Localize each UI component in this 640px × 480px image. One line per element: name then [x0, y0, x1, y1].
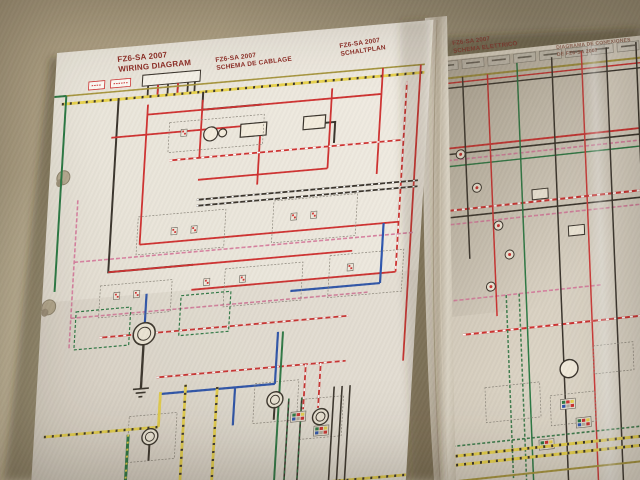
wire-bottom-left: [43, 331, 407, 480]
headlight-symbol: [132, 321, 156, 398]
ignition-components: [203, 114, 327, 142]
green-dashed-boxes: [73, 290, 232, 351]
left-page: [28, 19, 434, 480]
left-page-shading: [28, 269, 419, 480]
wire-band-top-left: [61, 63, 425, 106]
gutter-shadow: [400, 18, 442, 480]
motor-circle: [559, 358, 579, 379]
wire-pink-dashed: [68, 200, 415, 351]
connector-outline-boxes: [98, 113, 405, 464]
ground-symbol: [132, 387, 149, 398]
gutter-shadow-on-right-page: [432, 39, 616, 319]
top-connector-strip: [88, 69, 202, 97]
wiring-diagram-right: [432, 39, 640, 480]
wiring-diagram-left: [28, 63, 425, 480]
punch-holes: [41, 170, 71, 317]
tail-lamp-symbols: [140, 390, 330, 461]
wire-green-left: [53, 94, 68, 293]
right-page: [425, 32, 640, 480]
wire-black-white-pair: [196, 179, 418, 207]
page-crease-highlight: [578, 39, 626, 480]
punch-hole-bottom-tail: [41, 308, 49, 317]
